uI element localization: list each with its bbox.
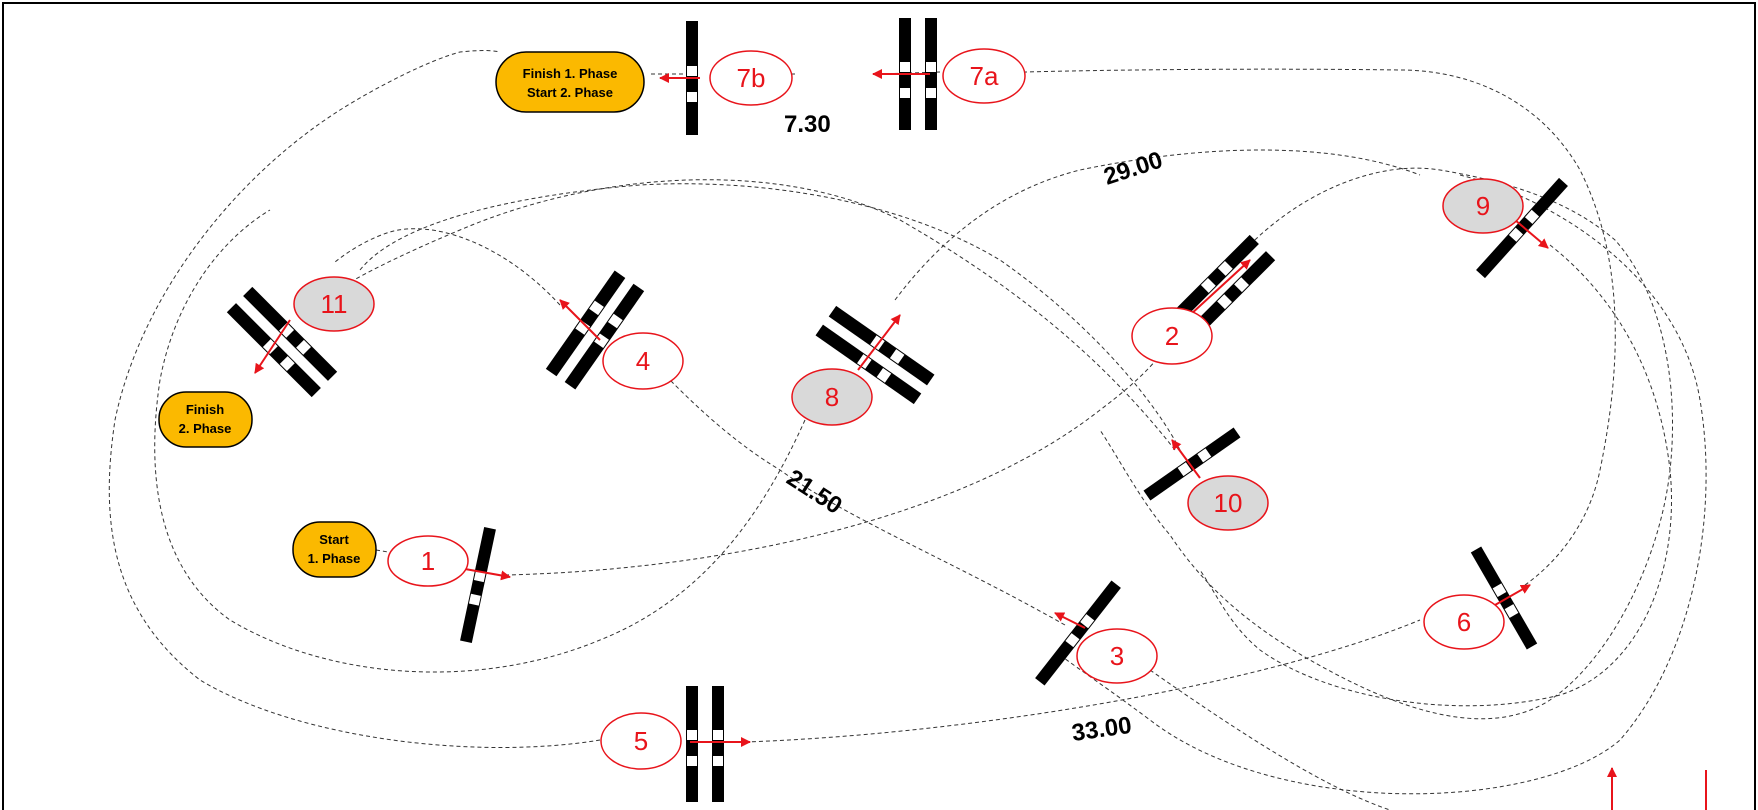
jump-6-poles <box>1470 546 1538 650</box>
distance-label-1: 7.30 <box>784 111 831 138</box>
obstacle-10-marker: 10 <box>1187 475 1269 531</box>
finish-phase2-line2: 2. Phase <box>179 421 232 436</box>
start-phase1-badge: Start 1. Phase <box>292 521 377 578</box>
obstacle-7a-marker: 7a <box>942 48 1026 104</box>
arrow-10 <box>1171 439 1201 479</box>
obstacle-9-marker: 9 <box>1442 178 1524 234</box>
obstacle-7b-marker: 7b <box>709 50 793 106</box>
jump-1-poles <box>460 527 496 643</box>
jump-11-poles <box>226 286 338 398</box>
finish-phase2-badge: Finish 2. Phase <box>158 391 253 448</box>
distance-label-2: 29.00 <box>1101 146 1166 190</box>
jump-3-poles <box>1035 580 1121 686</box>
finish-phase2-line1: Finish <box>186 402 224 417</box>
distance-label-3: 21.50 <box>782 464 847 519</box>
course-path <box>108 50 1707 810</box>
obstacle-5-number: 5 <box>634 726 648 756</box>
obstacle-11-marker: 11 <box>293 276 375 332</box>
jump-10-poles <box>1143 427 1241 501</box>
obstacle-9-number: 9 <box>1476 191 1490 221</box>
direction-arrows <box>254 69 1617 810</box>
arrow-6 <box>1494 584 1531 606</box>
arrow-3 <box>1054 612 1086 629</box>
jump-9-poles <box>1476 177 1568 279</box>
obstacle-4-number: 4 <box>636 346 650 376</box>
obstacle-6-number: 6 <box>1457 607 1471 637</box>
jump-5-poles <box>686 686 724 802</box>
arrow-2 <box>1189 259 1251 316</box>
obstacle-2-number: 2 <box>1165 321 1179 351</box>
distance-label-4: 33.00 <box>1070 712 1133 747</box>
start-phase2-line: Start 2. Phase <box>527 85 613 100</box>
start-phase1-line1: Start <box>319 532 349 547</box>
arrow-9 <box>1514 219 1549 249</box>
arrow-4 <box>559 299 601 341</box>
obstacle-1-number: 1 <box>421 546 435 576</box>
obstacle-1-marker: 1 <box>387 535 469 587</box>
obstacle-7a-number: 7a <box>970 61 999 91</box>
obstacle-7b-number: 7b <box>737 63 766 93</box>
arrow-8 <box>857 314 901 371</box>
start-phase1-line2: 1. Phase <box>308 551 361 566</box>
obstacle-3-number: 3 <box>1110 641 1124 671</box>
obstacle-5-marker: 5 <box>600 712 682 770</box>
jump-7a-poles <box>899 18 937 130</box>
arrow-1 <box>464 568 511 581</box>
obstacle-3-marker: 3 <box>1076 628 1158 684</box>
obstacle-11-number: 11 <box>321 289 348 319</box>
obstacle-10-number: 10 <box>1214 488 1243 518</box>
obstacle-2-marker: 2 <box>1131 307 1213 365</box>
obstacle-6-marker: 6 <box>1423 594 1505 650</box>
finish-phase1-start-phase2-badge: Finish 1. Phase Start 2. Phase <box>495 51 645 113</box>
arrow-11 <box>254 319 291 374</box>
obstacle-8-marker: 8 <box>791 368 873 426</box>
finish-phase1-line: Finish 1. Phase <box>523 66 618 81</box>
obstacle-4-marker: 4 <box>602 332 684 390</box>
obstacle-8-number: 8 <box>825 382 839 412</box>
